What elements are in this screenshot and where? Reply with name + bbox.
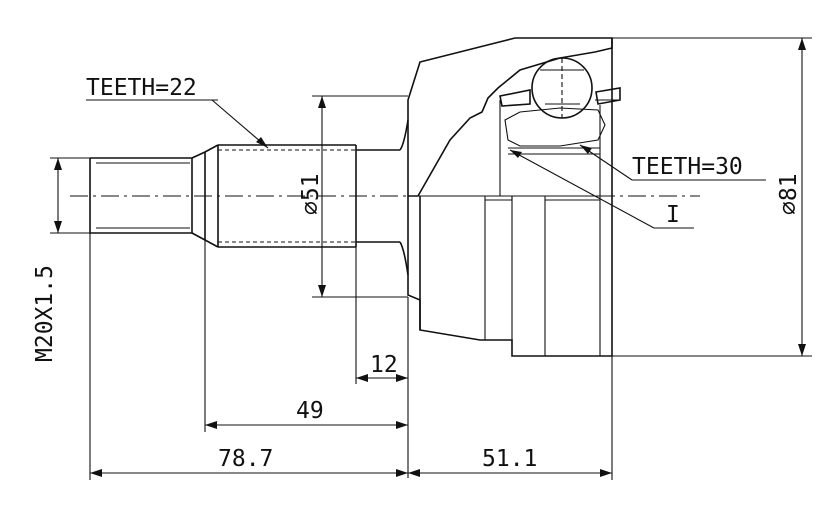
dia-51-label: ⌀51 [298,173,324,215]
outer-housing [407,37,620,357]
teeth-22-label: TEETH=22 [86,75,197,101]
len-49-label: 49 [296,398,324,424]
dim-len-12: 12 [355,247,409,478]
len-51-1-label: 51.1 [482,446,537,472]
len-12-label: 12 [370,352,398,378]
thread-spec-label: M20X1.5 [32,265,58,362]
cv-ball [499,57,621,119]
teeth-30-label: TEETH=30 [632,154,743,180]
dim-dia-81: ⌀81 [612,37,812,357]
leader-detail-i: I [509,149,694,229]
dim-len-49: 49 [204,240,408,432]
dim-overall-lengths: 78.7 51.1 [89,233,613,480]
len-78-7-label: 78.7 [218,446,273,472]
housing-section-inner [504,107,606,147]
dia-81-label: ⌀81 [776,173,802,215]
housing-section-upper [407,37,613,197]
dim-thread: M20X1.5 [32,157,90,362]
leader-teeth-30: TEETH=30 [579,144,766,181]
dim-dia-51: ⌀51 [298,95,408,298]
leader-teeth-22: TEETH=22 [86,75,269,149]
threaded-stub [89,151,206,241]
splined-shaft [204,119,409,276]
detail-i-label: I [666,202,680,228]
